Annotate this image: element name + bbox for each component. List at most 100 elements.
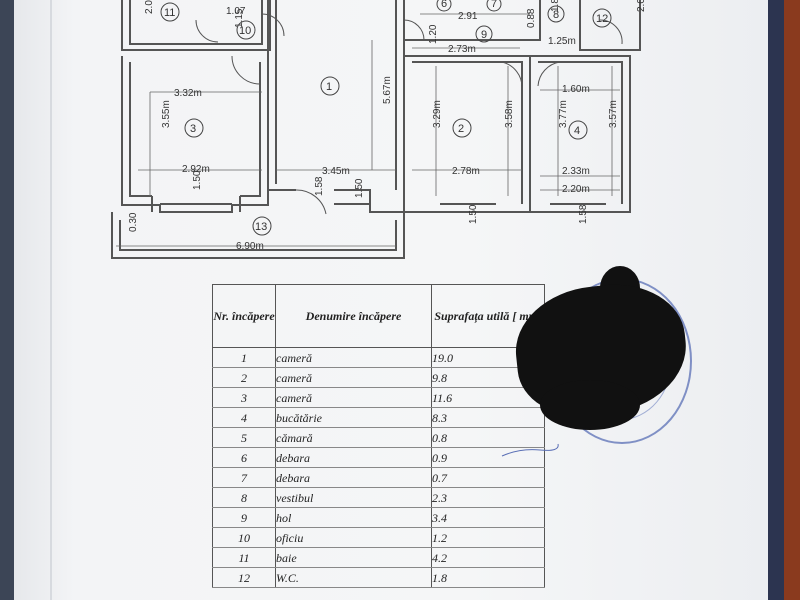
dim-label: 2.33m	[562, 166, 590, 177]
cell-nr: 12	[212, 567, 276, 588]
desk-right-edge	[784, 0, 800, 600]
dim-label: 2.92m	[182, 164, 210, 175]
dim-label: 1.50	[192, 170, 203, 190]
room-number: 6	[441, 0, 447, 10]
dim-label: 2.00m	[636, 0, 647, 12]
page-fold-line	[50, 0, 52, 600]
cell-area: 2.3	[431, 487, 545, 508]
cell-nr: 6	[212, 447, 276, 468]
dim-label: 2.91	[458, 11, 478, 22]
cell-nr: 3	[212, 387, 276, 408]
redaction-mark	[540, 380, 640, 430]
cell-area: 0.8	[431, 427, 545, 448]
dim-label: 5.67m	[382, 76, 393, 104]
dim-label: 1.07	[226, 6, 246, 17]
cell-area: 11.6	[431, 387, 545, 408]
room-areas-table: Nr. încăpere Denumire încăpere Suprafața…	[212, 284, 545, 588]
dim-label: 3.57m	[608, 100, 619, 128]
cell-nr: 8	[212, 487, 276, 508]
dimension-lines	[116, 13, 620, 247]
dim-label: 1.58	[314, 176, 325, 196]
room-number: 1	[326, 81, 332, 93]
cell-name: vestibul	[275, 487, 432, 508]
cell-nr: 11	[212, 547, 276, 568]
dim-label: 3.32m	[174, 88, 202, 99]
cell-name: cameră	[275, 387, 432, 408]
room-number: 7	[491, 0, 497, 10]
dim-label: 1.25m	[548, 36, 576, 47]
cell-area: 9.8	[431, 367, 545, 388]
room-number: 11	[164, 7, 175, 19]
cell-nr: 9	[212, 507, 276, 528]
header-room-number: Nr. încăpere	[212, 284, 276, 348]
signature-stroke	[501, 443, 559, 457]
table-header-row: Nr. încăpere Denumire încăpere Suprafața…	[212, 284, 545, 348]
cell-name: baie	[275, 547, 432, 568]
cell-area: 1.2	[431, 527, 545, 548]
dim-label: 1.20	[428, 24, 439, 44]
room-number: 8	[553, 9, 559, 21]
cell-name: bucătărie	[275, 407, 432, 428]
cell-nr: 4	[212, 407, 276, 428]
cell-nr: 1	[212, 347, 276, 368]
cell-name: debara	[275, 467, 432, 488]
dim-label: 2.00	[144, 0, 155, 14]
dim-label: 1.15	[234, 8, 245, 28]
cell-name: W.C.	[275, 567, 432, 588]
plan-walls	[111, 0, 641, 259]
dim-label: 1.60m	[562, 84, 590, 95]
dim-label: 0.88	[526, 8, 537, 28]
cell-area: 0.7	[431, 467, 545, 488]
dim-label: 6.90m	[236, 241, 264, 252]
room-number: 10	[239, 25, 251, 37]
cell-area: 8.3	[431, 407, 545, 428]
dim-label: 1.50	[354, 178, 365, 198]
cell-name: hol	[275, 507, 432, 528]
cell-name: cameră	[275, 347, 432, 368]
dim-label: 1.50	[468, 204, 479, 224]
cell-area: 1.8	[431, 567, 545, 588]
desk-left-edge	[0, 0, 14, 600]
dim-label: 3.55m	[161, 100, 172, 128]
cell-nr: 10	[212, 527, 276, 548]
dim-label: 3.29m	[432, 100, 443, 128]
cell-nr: 2	[212, 367, 276, 388]
room-number: 4	[574, 125, 580, 137]
room-number: 12	[596, 13, 608, 25]
room-number: 9	[481, 29, 487, 41]
cell-name: debara	[275, 447, 432, 468]
room-number: 2	[458, 123, 464, 135]
room-markers: 1 2 3 4 6 7 8 9 10 11 12 13	[160, 0, 612, 236]
dim-label: 3.58m	[504, 100, 515, 128]
dim-label: 2.78m	[452, 166, 480, 177]
dim-label: 1.58	[578, 204, 589, 224]
cell-area: 3.4	[431, 507, 545, 528]
header-room-name: Denumire încăpere	[275, 284, 432, 348]
cell-name: oficiu	[275, 527, 432, 548]
dim-label: 0.30	[128, 212, 139, 232]
room-number: 13	[255, 221, 267, 233]
cell-nr: 5	[212, 427, 276, 448]
room-number: 3	[190, 123, 196, 135]
dim-label: 3.45m	[322, 166, 350, 177]
cell-area: 0.9	[431, 447, 545, 468]
cell-name: cameră	[275, 367, 432, 388]
dim-label: 2.73m	[448, 44, 476, 55]
cell-area: 4.2	[431, 547, 545, 568]
cell-nr: 7	[212, 467, 276, 488]
dim-label: 2.20m	[562, 184, 590, 195]
dim-label: 3.77m	[558, 100, 569, 128]
